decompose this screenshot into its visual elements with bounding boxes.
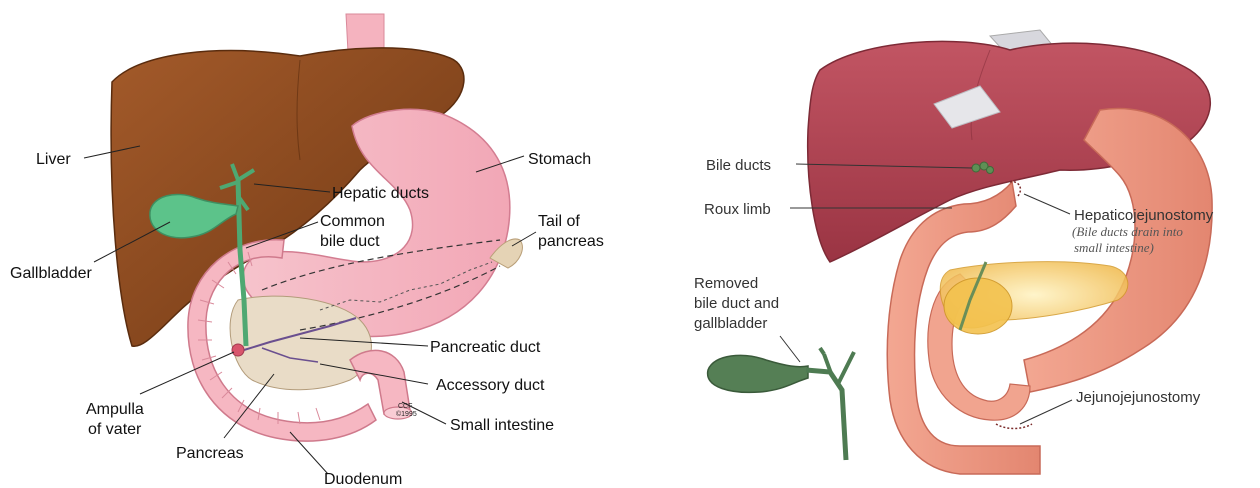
label-gallbladder: Gallbladder bbox=[10, 265, 93, 282]
label-roux-limb: Roux limb bbox=[704, 201, 771, 218]
label-duodenum: Duodenum bbox=[324, 471, 402, 488]
label-hepatic-ducts: Hepatic ducts bbox=[332, 185, 429, 202]
ampulla-mark bbox=[232, 344, 244, 356]
label-pancreatic-duct: Pancreatic duct bbox=[430, 339, 541, 356]
label-removed-line1: Removed bbox=[694, 275, 758, 292]
right-diagram: Bile ducts Roux limb Hepaticojejunostomy… bbox=[694, 30, 1214, 474]
leader-removed bbox=[780, 336, 800, 362]
label-common-bile-duct-line2: bile duct bbox=[320, 233, 380, 250]
removed-gallbladder-shape bbox=[708, 355, 808, 392]
label-small-intestine: Small intestine bbox=[450, 417, 554, 434]
label-hepaticojejunostomy: Hepaticojejunostomy bbox=[1074, 207, 1214, 224]
leader-hepaticojejunostomy bbox=[1024, 194, 1070, 214]
label-accessory-duct: Accessory duct bbox=[436, 377, 545, 394]
label-tail-of-pancreas-line1: Tail of bbox=[538, 213, 580, 230]
label-ampulla-line1: Ampulla bbox=[86, 401, 144, 418]
label-pancreas: Pancreas bbox=[176, 445, 244, 462]
jejunojejunostomy-stitch bbox=[996, 424, 1032, 429]
label-hepaticojejunostomy-note-line1: (Bile ducts drain into bbox=[1072, 224, 1183, 239]
label-ampulla-line2: of vater bbox=[88, 421, 142, 438]
label-removed-line2: bile duct and bbox=[694, 295, 779, 312]
label-liver: Liver bbox=[36, 151, 71, 168]
label-bile-ducts: Bile ducts bbox=[706, 157, 771, 174]
label-tail-of-pancreas-line2: pancreas bbox=[538, 233, 604, 250]
left-diagram: CCF ©1995 Liver Hepatic ducts Common bil… bbox=[10, 14, 604, 488]
label-stomach: Stomach bbox=[528, 151, 591, 168]
label-jejunojejunostomy: Jejunojejunostomy bbox=[1076, 389, 1201, 406]
ccf-mark-line2: ©1995 bbox=[396, 410, 417, 418]
leader-jejunojejunostomy bbox=[1020, 400, 1072, 424]
label-removed-line3: gallbladder bbox=[694, 315, 767, 332]
label-hepaticojejunostomy-note-line2: small intestine) bbox=[1074, 240, 1154, 255]
label-common-bile-duct-line1: Common bbox=[320, 213, 385, 230]
pancreas-head bbox=[944, 278, 1012, 334]
